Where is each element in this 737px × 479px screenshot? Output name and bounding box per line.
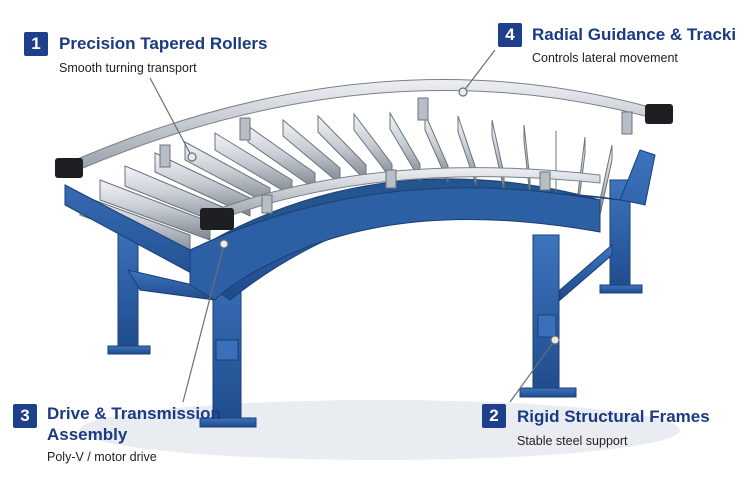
rail-end-caps [55, 104, 673, 230]
callout-number-badge: 2 [482, 404, 506, 428]
callout-title-line-1: Drive & Transmission [47, 404, 221, 423]
callout-title: Radial Guidance & Tracking [532, 25, 737, 44]
rail-brackets [159, 97, 633, 214]
callout-title: Rigid Structural Frames [517, 407, 710, 426]
tapered-rollers [79, 111, 613, 256]
front-frame-panel [189, 187, 601, 301]
callout-subtitle: Controls lateral movement [532, 51, 678, 65]
callout-number-badge: 4 [498, 23, 522, 47]
callout-title: Precision Tapered Rollers [59, 34, 268, 53]
callout-number-badge: 3 [13, 404, 37, 428]
callout-subtitle: Smooth turning transport [59, 61, 197, 75]
callout-title-line-2: Assembly [47, 425, 128, 444]
callout-subtitle: Stable steel support [517, 434, 628, 448]
callout-number-badge: 1 [24, 32, 48, 56]
leader-lines [149, 49, 560, 403]
callout-subtitle: Poly-V / motor drive [47, 450, 157, 464]
inner-guide-rail [214, 167, 601, 221]
